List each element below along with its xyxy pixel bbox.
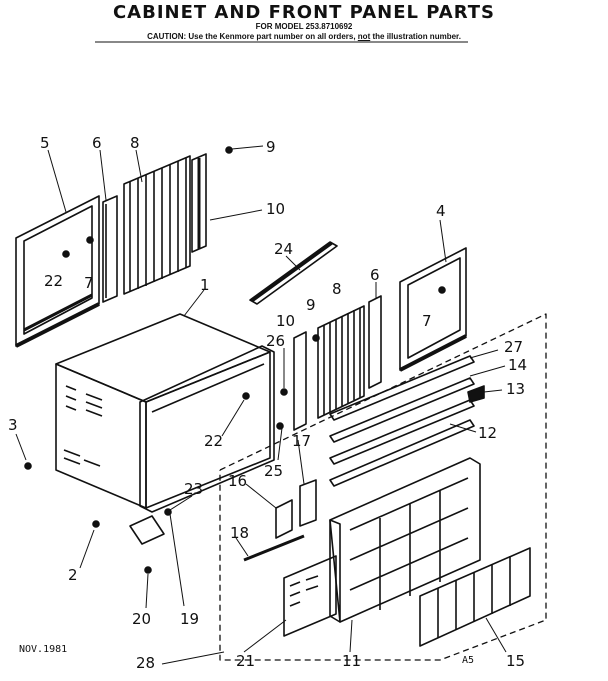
caution-emphasis: not — [357, 32, 371, 41]
callout-8-left: 8 — [130, 134, 140, 152]
part-28-front-panel-outline — [219, 313, 547, 661]
callout-10-right: 10 — [276, 312, 295, 330]
part-16-bracket — [275, 499, 293, 539]
part-8-curtain-right — [317, 305, 365, 419]
part-19-bracket — [129, 515, 165, 545]
callout-9-top: 9 — [266, 138, 276, 156]
part-11-front-grille — [329, 457, 481, 623]
caution-note: CAUTION: Use the Kenmore part number on … — [0, 32, 608, 41]
callout-18: 18 — [230, 524, 249, 542]
callout-12: 12 — [478, 424, 497, 442]
part-10-rail-right — [293, 331, 307, 431]
callout-6-right: 6 — [370, 266, 380, 284]
date-stamp: NOV.1981 — [19, 644, 68, 655]
callout-16: 16 — [228, 472, 247, 490]
callout-7-left: 7 — [84, 274, 94, 292]
caution-prefix: CAUTION: Use the Kenmore part number on … — [147, 32, 356, 41]
illustration-code: A5 — [462, 655, 475, 666]
part-9-screw-top — [225, 145, 264, 154]
diagram-title: CABINET AND FRONT PANEL PARTS — [112, 2, 496, 23]
part-6-seal-left — [102, 195, 118, 303]
screws — [24, 236, 446, 574]
callout-10-left: 10 — [266, 200, 285, 218]
callout-7-right: 7 — [422, 312, 432, 330]
callout-22-left: 22 — [44, 272, 63, 290]
part-13-clip — [467, 385, 485, 403]
part-18-rod — [243, 534, 305, 562]
callout-23: 23 — [184, 480, 203, 498]
callout-20: 20 — [132, 610, 151, 628]
callout-15: 15 — [506, 652, 525, 670]
callout-4: 4 — [436, 202, 446, 220]
model-number: FOR MODEL 253.8710692 — [255, 22, 353, 31]
callout-1: 1 — [200, 276, 210, 294]
callout-13: 13 — [506, 380, 525, 398]
callout-26: 26 — [266, 332, 285, 350]
callout-11: 11 — [342, 652, 361, 670]
part-4-side-frame — [399, 247, 467, 372]
callout-27: 27 — [504, 338, 523, 356]
callout-9-right: 9 — [306, 296, 316, 314]
part-8-curtain-left — [123, 155, 191, 295]
callout-25: 25 — [264, 462, 283, 480]
callout-19: 19 — [180, 610, 199, 628]
callout-6-left: 6 — [92, 134, 102, 152]
callout-labels: 1 2 3 4 5 6 6 7 7 8 8 9 9 10 10 11 12 13… — [8, 134, 527, 672]
part-24-top-rail — [249, 241, 338, 305]
part-15-grille — [419, 547, 531, 647]
callout-8-right: 8 — [332, 280, 342, 298]
callout-14: 14 — [508, 356, 527, 374]
callout-21: 21 — [236, 652, 255, 670]
caution-suffix: the illustration number. — [372, 32, 461, 41]
callout-17: 17 — [292, 432, 311, 450]
leader-lines — [15, 149, 507, 665]
part-5-side-frame — [15, 195, 100, 348]
callout-5: 5 — [40, 134, 50, 152]
callout-28: 28 — [136, 654, 155, 672]
callout-22-cabinet: 22 — [204, 432, 223, 450]
part-21-filter — [283, 555, 337, 637]
part-17-bracket — [299, 479, 317, 527]
louvers-27-14-12 — [329, 355, 475, 487]
callout-2: 2 — [68, 566, 78, 584]
part-1-cabinet — [55, 313, 275, 513]
callout-24: 24 — [274, 240, 293, 258]
part-10-rail-left — [191, 153, 207, 253]
callout-3: 3 — [8, 416, 18, 434]
part-6-seal-right — [368, 295, 382, 389]
